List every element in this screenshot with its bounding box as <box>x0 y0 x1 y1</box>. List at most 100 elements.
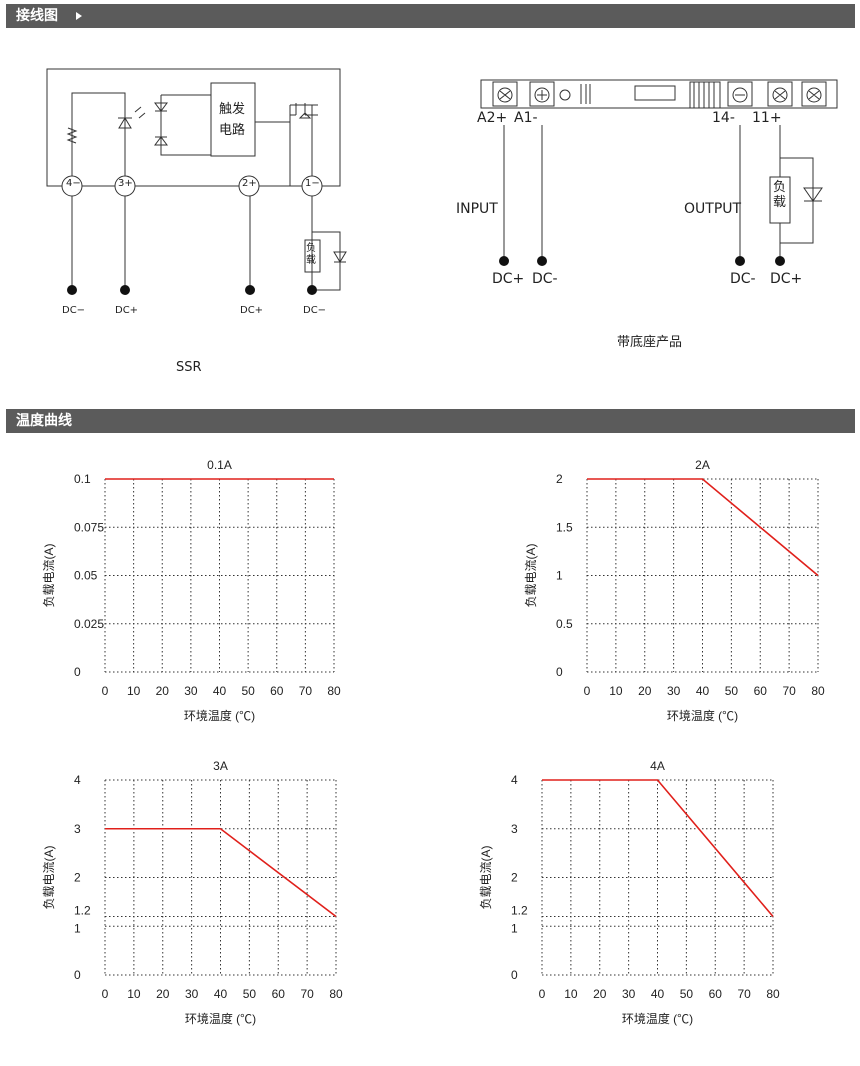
ssr-bottom-label-1: DC− <box>62 305 86 316</box>
y-tick-label: 3 <box>74 822 81 836</box>
socket-terminal-11: 11+ <box>752 110 782 126</box>
x-tick-label: 40 <box>213 684 227 698</box>
chart-title: 0.1A <box>207 458 232 472</box>
x-tick-label: 60 <box>754 684 768 698</box>
x-tick-label: 60 <box>272 987 286 1001</box>
x-tick-label: 10 <box>127 987 141 1001</box>
mosfet-icon <box>289 103 318 119</box>
y-tick-label: 1 <box>511 921 518 935</box>
x-tick-label: 50 <box>680 987 694 1001</box>
y-tick-label: 0 <box>556 665 563 679</box>
x-tick-label: 10 <box>127 684 141 698</box>
y-tick-label: 3 <box>511 822 518 836</box>
temperature-section-title: 温度曲线 <box>16 413 72 429</box>
socket-output-label: OUTPUT <box>684 201 742 217</box>
y-tick-label: 0 <box>511 968 518 982</box>
resistor-icon <box>66 127 78 144</box>
trigger-circuit-box <box>210 82 256 157</box>
x-tick-label: 0 <box>584 684 591 698</box>
wiring-section-title: 接线图 <box>16 8 58 24</box>
x-tick-label: 50 <box>241 684 255 698</box>
temperature-section-header: 温度曲线 <box>6 409 855 433</box>
x-axis-label: 环境温度 (℃) <box>185 1011 256 1026</box>
series-line <box>587 478 819 577</box>
socket-bottom-label-3: DC- <box>730 271 756 287</box>
x-tick-label: 80 <box>327 684 341 698</box>
x-tick-label: 60 <box>709 987 723 1001</box>
x-tick-label: 10 <box>609 684 623 698</box>
x-tick-label: 70 <box>300 987 314 1001</box>
ssr-terminal-1: 1− <box>305 178 320 189</box>
x-tick-label: 20 <box>638 684 652 698</box>
led-icon <box>118 117 132 129</box>
y-tick-label: 1.5 <box>556 520 573 534</box>
x-tick-label: 50 <box>243 987 257 1001</box>
y-tick-label: 0.05 <box>74 569 98 583</box>
ssr-load-label: 负载 <box>306 243 316 266</box>
socket-input-label: INPUT <box>456 201 498 217</box>
x-tick-label: 10 <box>564 987 578 1001</box>
ssr-terminal-4: 4− <box>66 178 81 189</box>
x-tick-label: 80 <box>329 987 343 1001</box>
x-tick-label: 30 <box>622 987 636 1001</box>
socket-caption: 带底座产品 <box>617 335 683 350</box>
x-tick-label: 70 <box>782 684 796 698</box>
socket-bottom-label-1: DC+ <box>492 271 525 287</box>
socket-bottom-label-2: DC- <box>532 271 558 287</box>
y-tick-label: 0 <box>74 968 81 982</box>
ssr-bottom-label-3: DC+ <box>240 305 264 316</box>
x-axis-label: 环境温度 (℃) <box>622 1011 693 1026</box>
trigger-circuit-text-1: 触发 <box>219 102 246 117</box>
x-tick-label: 40 <box>696 684 710 698</box>
socket-load-box <box>769 176 791 224</box>
y-axis-label: 负载电流(A) <box>42 543 56 607</box>
x-tick-label: 40 <box>214 987 228 1001</box>
y-tick-label: 4 <box>511 773 518 787</box>
trigger-circuit-text-2: 电路 <box>219 123 246 138</box>
y-axis-label: 负载电流(A) <box>524 543 538 607</box>
y-tick-label: 4 <box>74 773 81 787</box>
y-tick-label: 0.1 <box>74 472 91 486</box>
y-tick-label: 1 <box>556 569 563 583</box>
socket-load-diode-icon <box>803 187 823 202</box>
chart-title: 3A <box>213 759 228 773</box>
x-tick-label: 0 <box>102 684 109 698</box>
ssr-terminal-2: 2+ <box>242 178 257 189</box>
photodiode-icon-2 <box>154 136 168 146</box>
x-tick-label: 20 <box>156 987 170 1001</box>
wiring-section-header: 接线图 <box>6 4 855 28</box>
y-tick-label: 2 <box>556 472 563 486</box>
y-tick-label: 1.2 <box>511 904 528 918</box>
x-tick-label: 20 <box>593 987 607 1001</box>
ssr-load-box <box>304 239 321 273</box>
x-tick-label: 0 <box>102 987 109 1001</box>
caret-right-icon <box>76 12 82 20</box>
y-tick-label: 0.075 <box>74 520 104 534</box>
series-line <box>105 827 337 918</box>
socket-hole-icon <box>559 89 571 101</box>
y-axis-label: 负载电流(A) <box>479 845 493 909</box>
series-line <box>542 779 774 918</box>
y-tick-label: 0 <box>74 665 81 679</box>
x-tick-label: 0 <box>539 987 546 1001</box>
socket-terminal-a2: A2+ <box>477 110 508 126</box>
x-tick-label: 30 <box>667 684 681 698</box>
x-tick-label: 70 <box>299 684 313 698</box>
socket-bottom-label-4: DC+ <box>770 271 803 287</box>
y-tick-label: 2 <box>511 871 518 885</box>
y-tick-label: 1 <box>74 921 81 935</box>
x-tick-label: 30 <box>185 987 199 1001</box>
socket-terminal-a1: A1- <box>514 110 538 126</box>
x-tick-label: 50 <box>725 684 739 698</box>
ssr-bottom-label-4: DC− <box>303 305 327 316</box>
ssr-terminal-3: 3+ <box>118 178 133 189</box>
x-axis-label: 环境温度 (℃) <box>667 708 738 723</box>
chart-title: 4A <box>650 759 665 773</box>
photodiode-icon <box>154 102 168 112</box>
